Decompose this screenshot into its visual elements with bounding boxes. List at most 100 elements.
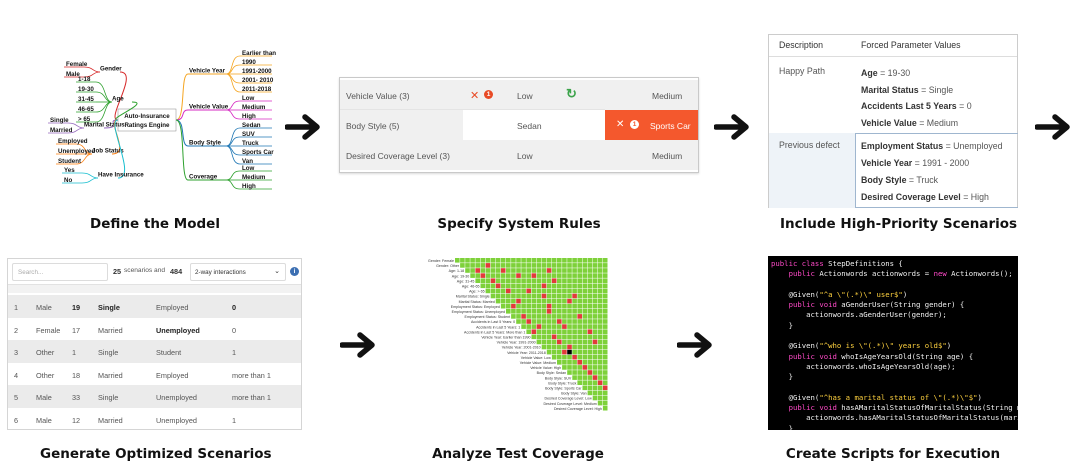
heatmap-cell <box>536 288 542 294</box>
arrow-right-icon <box>714 114 749 140</box>
close-icon[interactable]: ✕ <box>470 90 480 102</box>
heatmap-cell <box>577 329 582 334</box>
table-cell: 17 <box>72 325 81 335</box>
heatmap-cell <box>521 303 526 309</box>
heatmap-cell <box>500 268 506 273</box>
heatmap-cell <box>531 329 537 334</box>
heatmap-cell <box>602 339 608 345</box>
heatmap-cell <box>572 263 577 268</box>
heatmap-cell <box>475 268 480 273</box>
heatmap-cell <box>602 283 608 289</box>
table-cell: Other <box>36 370 55 380</box>
heatmap-cell <box>541 298 547 304</box>
heatmap-cell <box>511 278 516 283</box>
heatmap-cell <box>531 303 537 309</box>
selected-scenario-box[interactable] <box>855 133 1018 208</box>
heatmap-cell <box>490 258 496 263</box>
heatmap-cell <box>511 303 516 309</box>
heatmap-cell <box>531 298 537 304</box>
heatmap-cell <box>597 263 603 268</box>
refresh-icon[interactable]: ↻ <box>566 86 577 101</box>
heatmap-cell <box>597 273 603 278</box>
code-line: public class StepDefinitions { <box>771 259 903 268</box>
interaction-mode-select[interactable]: 2-way interactions ⌄ <box>190 263 286 281</box>
heatmap-cell <box>582 344 588 350</box>
heatmap-cell <box>577 263 582 268</box>
heatmap-cell <box>592 370 598 375</box>
heatmap-cell <box>536 314 542 319</box>
heatmap-cell <box>511 283 516 289</box>
heatmap-cell <box>490 293 496 299</box>
heatmap-row-label: Marital Status: Single <box>456 295 490 299</box>
scenario-count-label: scenarios and <box>124 267 166 274</box>
code-editor: public class StepDefinitions { public Ac… <box>768 256 1018 430</box>
rule-value: Low <box>517 151 533 161</box>
leaf-label: Sedan <box>242 122 261 129</box>
heatmap-cell <box>475 263 480 268</box>
heatmap-cell <box>506 278 511 283</box>
table-cell: Female <box>36 325 61 335</box>
heatmap-cell <box>577 273 582 278</box>
heatmap-cell <box>562 360 567 365</box>
heatmap-cell <box>602 263 608 268</box>
heatmap-row-label: Age: 1-18 <box>449 269 465 273</box>
heatmap-cell <box>602 278 608 283</box>
table-cell: Employed <box>156 370 189 380</box>
heatmap-row-label: Age: > 65 <box>469 290 485 294</box>
code-line: public Actionwords actionwords = new Act… <box>788 269 1013 279</box>
forced-value: Accidents Last 5 Years = 0 <box>861 101 972 111</box>
heatmap-cell <box>587 370 593 375</box>
info-icon[interactable]: i <box>290 267 299 276</box>
heatmap-cell <box>587 375 593 380</box>
heatmap-cell <box>562 334 567 340</box>
heatmap-cell <box>531 309 537 314</box>
interaction-count: 484 <box>170 267 183 276</box>
caption-analyze: Analyze Test Coverage <box>432 446 604 462</box>
scenarios-toolbar: Search... 25 scenarios and 484 2-way int… <box>8 259 301 285</box>
heatmap-cell <box>521 293 526 299</box>
heatmap-cell <box>597 303 603 309</box>
branch-label: Body Style <box>189 140 222 147</box>
heatmap-cell <box>551 314 557 319</box>
heatmap-cell <box>592 278 598 283</box>
heatmap-cell <box>526 324 531 329</box>
heatmap-cell <box>536 263 542 268</box>
heatmap-cell <box>460 258 465 263</box>
center-label: Ratings Engine <box>124 122 170 129</box>
branch-label: Gender <box>100 66 122 73</box>
heatmap-cell <box>582 319 588 324</box>
heatmap-cell <box>546 268 552 273</box>
heatmap-cell <box>516 258 521 263</box>
heatmap-cell <box>592 334 598 340</box>
heatmap-cell <box>516 288 521 294</box>
search-input[interactable]: Search... <box>12 263 108 281</box>
heatmap-cell <box>592 309 598 314</box>
heatmap-cell <box>551 263 557 268</box>
heatmap-cell <box>521 298 526 304</box>
heatmap-cell <box>562 258 567 263</box>
heatmap-cell <box>557 314 562 319</box>
heatmap-cell <box>577 303 582 309</box>
heatmap-cell <box>592 273 598 278</box>
leaf-label: Male <box>66 71 80 78</box>
heatmap-cell <box>582 385 588 391</box>
code-line: @Given("^who is \"(.*)\" years old$") <box>771 341 952 351</box>
heatmap-cell <box>597 380 603 385</box>
heatmap-cell <box>582 283 588 289</box>
heatmap-cell <box>475 273 480 278</box>
close-icon[interactable]: ✕ <box>616 119 625 130</box>
heatmap-cell <box>582 334 588 340</box>
heatmap-cell <box>490 278 496 283</box>
heatmap-cell <box>521 263 526 268</box>
branch-label: Vehicle Value <box>189 104 229 111</box>
heatmap-cell <box>602 344 608 350</box>
forced-value: Employment Status = Unemployed <box>861 141 1003 151</box>
forced-value: Vehicle Value = Medium <box>861 118 959 128</box>
